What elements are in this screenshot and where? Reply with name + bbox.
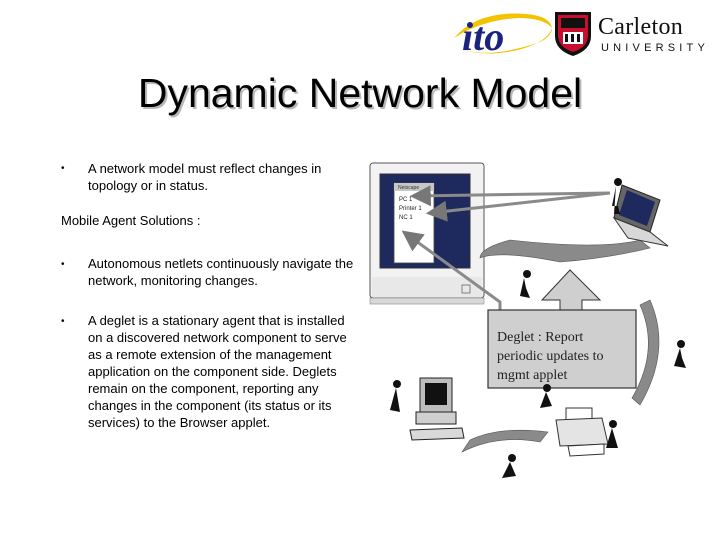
desktop-pc-icon <box>409 377 465 441</box>
screen-item-nc: NC 1 <box>399 215 413 221</box>
subheading-mobile-agent-solutions: Mobile Agent Solutions : <box>61 213 201 228</box>
bullet-deglets: A deglet is a stationary agent that is i… <box>88 313 347 430</box>
bullet-marker: • <box>61 316 65 327</box>
bullet-marker: • <box>61 163 65 174</box>
laptop-icon <box>612 184 669 247</box>
cycle-arrow-top <box>479 239 651 263</box>
ito-logo-text: ito <box>462 14 504 59</box>
brand-subtitle: UNIVERSITY <box>601 42 710 54</box>
cycle-arrow-bottom <box>461 429 549 453</box>
deglet-label: Deglet : Report periodic updates to mgmt… <box>497 330 604 383</box>
slide-title: Dynamic Network Model <box>137 70 583 116</box>
network-diagram <box>369 162 686 478</box>
deglet-up-arrow <box>540 269 602 311</box>
deglet-box <box>487 309 637 389</box>
bullet-netlets: Autonomous netlets continuously navigate… <box>88 256 354 288</box>
ito-logo: ito <box>454 13 552 59</box>
bullet-marker: • <box>61 259 65 270</box>
agent-figure-icon <box>390 178 686 478</box>
screen-item-pc: PC 1 <box>399 197 413 203</box>
printer-icon <box>555 407 609 457</box>
screen-window-title: Netscape <box>398 185 420 191</box>
bullet-topology: A network model must reflect changes in … <box>88 161 322 193</box>
brand-name: Carleton <box>598 14 684 40</box>
screen-item-printer: Printer 1 <box>399 206 422 212</box>
cycle-arrow-right <box>631 299 660 406</box>
monitor-icon <box>369 162 485 305</box>
carleton-crest-icon <box>555 12 591 56</box>
